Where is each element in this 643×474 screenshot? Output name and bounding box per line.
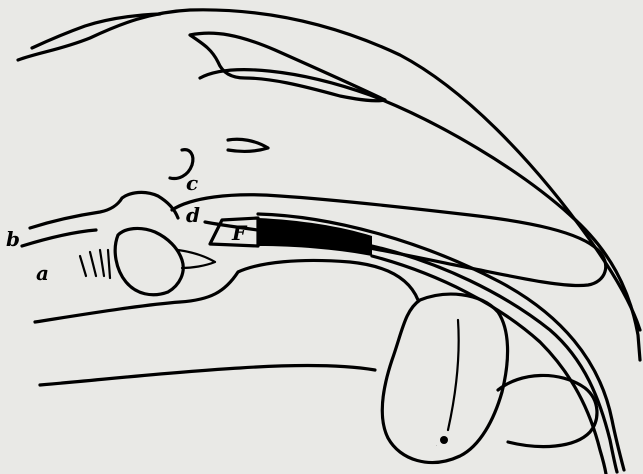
ventral-line [40, 366, 375, 385]
label-a: a [36, 261, 49, 285]
hatch-lines [80, 250, 110, 278]
dark-band [258, 218, 372, 256]
articulated-block [115, 228, 183, 294]
label-g: g [436, 445, 437, 447]
label-b: b [6, 227, 20, 251]
label-f: F [231, 221, 248, 245]
lobe-g-inner [448, 320, 459, 430]
lower-body-contour [35, 260, 418, 322]
anterior-jaw-lower [22, 230, 96, 246]
label-d: d [186, 203, 200, 227]
band-upper [258, 214, 624, 470]
anterior-jaw-outline [30, 192, 178, 228]
label-c: c [186, 171, 198, 195]
lobe-g-dot [440, 436, 448, 444]
trailing-lobe [498, 375, 597, 446]
fragment-top [228, 139, 268, 151]
